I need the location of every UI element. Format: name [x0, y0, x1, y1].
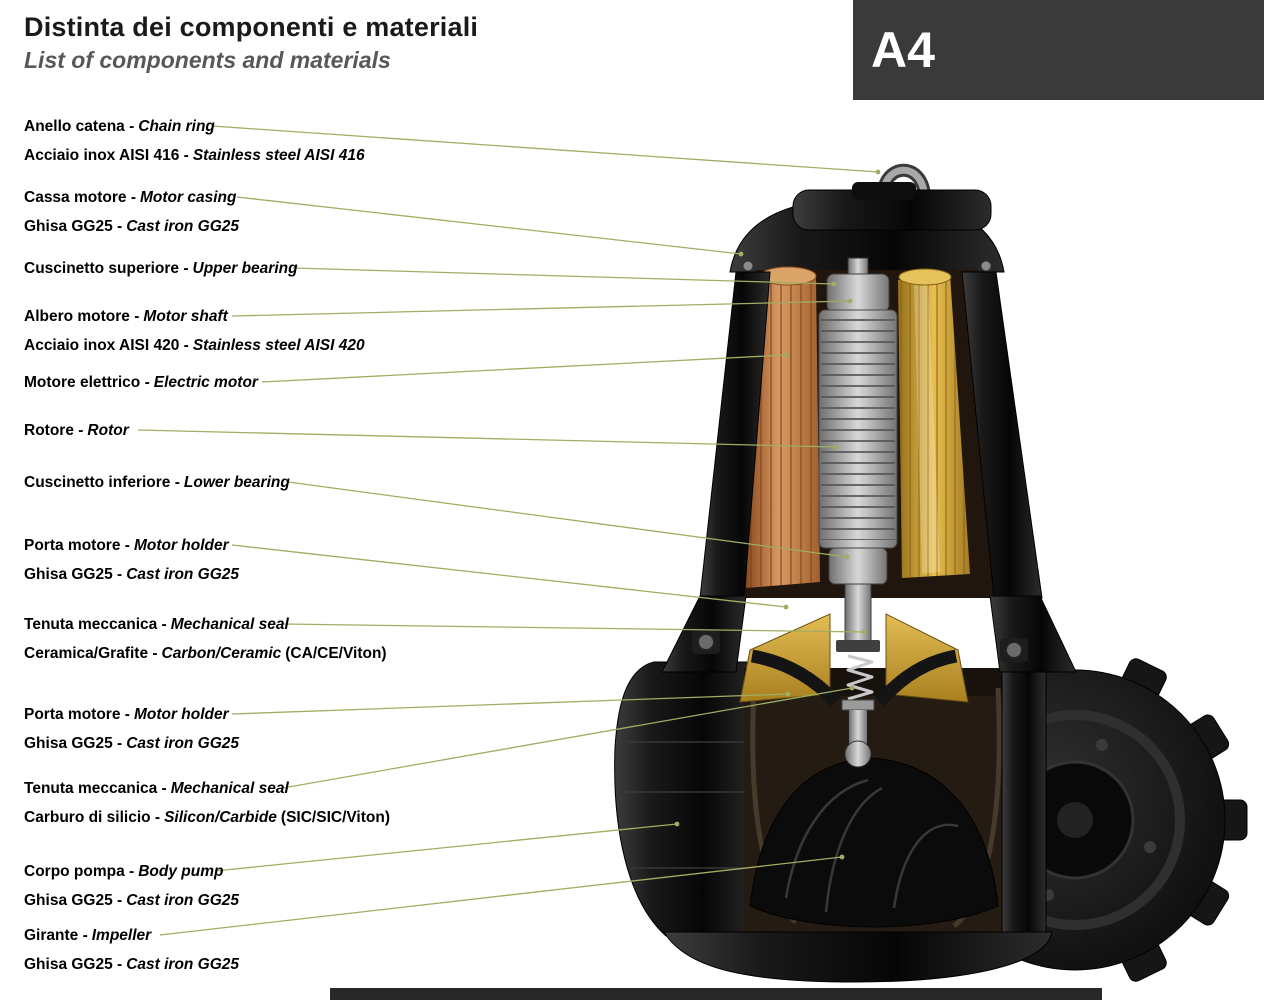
leader-lines [137, 125, 881, 936]
page-ref-label: A4 [871, 22, 935, 78]
gold-winding [898, 268, 970, 578]
motor-casing [699, 271, 1043, 599]
seal-housing-yellow [739, 613, 969, 707]
label-text-it: Cuscinetto inferiore - [24, 474, 180, 491]
label-text-en: Rotor [87, 422, 129, 439]
upper-bearing [826, 273, 890, 313]
label-text-it: Acciaio inox AISI 416 - [24, 147, 189, 164]
label-text-en: Mechanical seal [170, 780, 289, 797]
label-text-en: Cast iron GG25 [126, 566, 240, 583]
label-lower-bearing: Cuscinetto inferiore -Lower bearing [24, 468, 290, 497]
label-chain-ring: Anello catena -Chain ring Acciaio inox A… [24, 112, 365, 170]
impeller [749, 757, 999, 928]
label-text-it: Ghisa GG25 - [24, 566, 123, 583]
pump-body-bottom [663, 931, 1053, 983]
motor-interior [730, 257, 1004, 643]
label-text-en: Upper bearing [192, 260, 298, 277]
copper-winding [746, 266, 820, 588]
label-upper-bearing: Cuscinetto superiore -Upper bearing [24, 254, 298, 283]
page-subtitle: List of components and materials [24, 47, 391, 73]
shaft-lower [844, 583, 872, 643]
label-text-it: Cuscinetto superiore - [24, 260, 189, 277]
pump-illustration [614, 163, 1248, 983]
label-text-en: Motor casing [139, 189, 237, 206]
rotor [818, 309, 898, 549]
leader-line [231, 544, 787, 608]
leader-endpoints [674, 169, 881, 860]
cap-bolt [980, 260, 992, 272]
label-text-code: (CA/CE/Viton) [285, 645, 387, 662]
pump-body-left [614, 661, 763, 937]
leader-line [236, 196, 742, 255]
motor-shaft [847, 257, 869, 277]
label-text-en: Mechanical seal [170, 616, 289, 633]
page-title: Distinta dei componenti e materiali [24, 12, 479, 42]
leader-line [292, 267, 835, 285]
label-impeller: Girante -Impeller Ghisa GG25 -Cast iron … [24, 921, 239, 979]
label-text-en: Body pump [138, 863, 224, 880]
label-text-it: Motore elettrico - [24, 374, 150, 391]
label-text-it: Porta motore - [24, 706, 130, 723]
mechanical-seal [836, 640, 880, 768]
leader-line [261, 354, 787, 383]
lower-bearing [828, 547, 888, 585]
label-text-en: Cast iron GG25 [126, 956, 240, 973]
label-text-code: (SIC/SIC/Viton) [280, 809, 390, 826]
label-text-it: Girante - [24, 927, 88, 944]
leader-line [282, 687, 853, 789]
leader-line [137, 429, 836, 448]
label-motor-holder-upper: Porta motore -Motor holder Ghisa GG25 -C… [24, 531, 239, 589]
label-mechanical-seal-lower: Tenuta meccanica -Mechanical seal Carbur… [24, 774, 390, 832]
label-text-en: Stainless steel AISI 420 [192, 337, 365, 354]
label-text-it: Rotore - [24, 422, 84, 439]
label-text-en: Motor holder [133, 537, 229, 554]
label-body-pump: Corpo pompa -Body pump Ghisa GG25 -Cast … [24, 857, 239, 915]
label-text-en: Chain ring [138, 118, 215, 135]
label-mechanical-seal-upper: Tenuta meccanica -Mechanical seal Cerami… [24, 610, 387, 668]
label-text-en: Impeller [91, 927, 152, 944]
label-text-it: Corpo pompa - [24, 863, 135, 880]
label-text-it: Ceramica/Grafite - [24, 645, 158, 662]
label-motor-casing: Cassa motore -Motor casing Ghisa GG25 -C… [24, 183, 239, 241]
leader-line [159, 856, 843, 936]
label-text-en: Cast iron GG25 [126, 735, 240, 752]
label-text-it: Cassa motore - [24, 189, 136, 206]
lifting-handle [792, 182, 992, 231]
label-text-en: Motor shaft [143, 308, 228, 325]
flange-bolts [692, 630, 1028, 662]
label-text-it: Albero motore - [24, 308, 140, 325]
label-text-en: Motor holder [133, 706, 229, 723]
label-text-en: Cast iron GG25 [126, 218, 240, 235]
volute-cut-wall [1001, 667, 1047, 941]
cap-bolt [742, 260, 754, 272]
label-text-it: Ghisa GG25 - [24, 218, 123, 235]
label-text-it: Anello catena - [24, 118, 135, 135]
label-text-it: Tenuta meccanica - [24, 780, 167, 797]
leader-line [231, 300, 851, 317]
label-text-it: Tenuta meccanica - [24, 616, 167, 633]
leader-line [287, 481, 848, 558]
footer-bar [330, 988, 1102, 1000]
label-text-it: Acciaio inox AISI 420 - [24, 337, 189, 354]
label-text-en: Lower bearing [183, 474, 290, 491]
label-text-it: Ghisa GG25 - [24, 735, 123, 752]
leader-line [214, 823, 678, 872]
label-motor-holder-lower: Porta motore -Motor holder Ghisa GG25 -C… [24, 700, 239, 758]
page-ref-badge: A4 [853, 0, 1264, 100]
label-text-it: Ghisa GG25 - [24, 892, 123, 909]
leader-line [211, 125, 879, 173]
label-text-en: Silicon/Carbide [164, 809, 277, 826]
label-electric-motor: Motore elettrico -Electric motor [24, 368, 258, 397]
label-text-it: Ghisa GG25 - [24, 956, 123, 973]
label-motor-shaft: Albero motore -Motor shaft Acciaio inox … [24, 302, 365, 360]
label-text-en: Electric motor [153, 374, 258, 391]
label-text-en: Cast iron GG25 [126, 892, 240, 909]
label-rotor: Rotore -Rotor [24, 416, 129, 445]
label-text-it: Carburo di silicio - [24, 809, 161, 826]
leader-line [231, 693, 789, 715]
label-text-it: Porta motore - [24, 537, 130, 554]
label-text-en: Carbon/Ceramic [161, 645, 282, 662]
leader-line [282, 623, 865, 633]
label-text-en: Stainless steel AISI 416 [192, 147, 365, 164]
